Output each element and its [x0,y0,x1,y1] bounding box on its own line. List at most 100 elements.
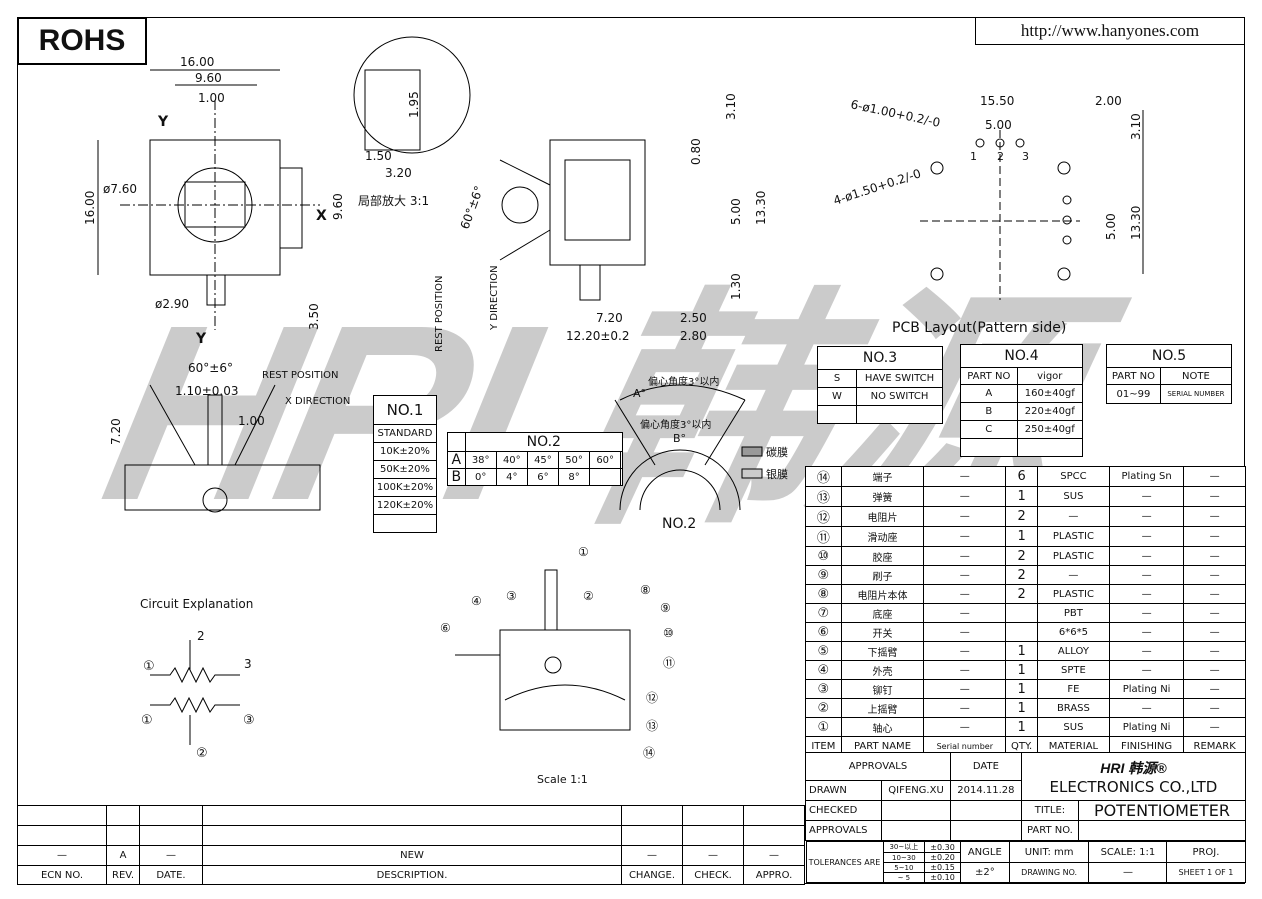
parts-cell-finishing: — [1108,526,1185,547]
title_block-proj: PROJ. [1166,841,1246,863]
top_view-axis_y2: Y [195,331,207,347]
parts-cell-serial: — [923,546,1007,566]
revision-header-6: APPRO. [743,865,805,885]
no2_figure-angle_b: B° [673,432,686,445]
rohs-badge: ROHS [17,17,147,65]
parts-cell-name: 弹簧 [840,486,925,507]
parts-cell-qty: 1 [1005,641,1038,661]
parts-cell-item: ⑦ [805,603,842,623]
circuit-labels-4: ③ [243,713,255,728]
revision-row: —A—NEW——— [17,845,805,866]
revision-header-5: CHECK. [682,865,744,885]
side_view-dims-8: 2.80 [680,329,707,343]
no2_figure-angle_b_note: 偏心角度3°以内 [640,418,711,431]
no2_table-rows-1-label: B [447,468,466,486]
no3-rows-1-0: W [817,387,857,406]
parts-cell-remark: — [1183,641,1246,661]
front_view-dims-2: 1.00 [238,414,265,428]
top_view-dims-4: 16.00 [83,191,97,225]
no3-rows-1-1: NO SWITCH [856,387,943,406]
parts-cell-item: ⑫ [805,506,842,527]
no4-rows-2-0: C [960,420,1018,439]
detail_view-dims-0: 1.95 [407,91,421,118]
parts-cell-item: ③ [805,679,842,699]
pcb_layout-dims-7: 13.30 [1129,206,1143,240]
parts-cell-name: 端子 [840,466,925,487]
assembly-callouts-3: ④ [471,594,482,608]
parts-cell-material: PLASTIC [1036,546,1110,566]
parts-cell-remark: — [1183,622,1246,642]
parts-cell-item: ② [805,698,842,718]
front_view-dims-1: 1.10±0.03 [175,384,239,398]
title_block-drawn: DRAWN [804,780,883,801]
pcb_layout-dims-5: 4-ø1.50+0.2/-0 [832,166,923,207]
no2_table-rows-1-values-5 [620,468,623,486]
parts-cell-item: ⑨ [805,565,842,585]
detail_view-dims-1: 1.50 [365,149,392,163]
no2_table-rows-1-values-2: 6° [526,468,560,486]
title_block-tolerances-3-1: ±0.10 [924,872,961,883]
parts-cell-finishing: — [1108,486,1185,507]
parts-cell-remark: — [1183,546,1246,566]
parts-cell-serial: — [923,526,1007,547]
title_block-tolerances-1-0: 10~30 [882,852,926,863]
parts-cell-qty: 6 [1005,466,1038,487]
parts-cell-name: 轴心 [840,717,925,737]
parts-cell-serial: — [923,603,1007,623]
side-view: 3.10 0.80 13.30 5.00 1.30 7.20 2.50 12.2… [434,93,768,352]
top-view: 16.00 9.60 1.00 ø7.60 16.00 9.60 ø2.90 3… [83,55,345,347]
no4-rows-1-0: B [960,402,1018,421]
parts-cell-qty [1005,603,1038,623]
assembly-callouts-8: ⑨ [660,601,671,615]
parts-cell-material: PBT [1036,603,1110,623]
pcb_layout-dims-4: 3.10 [1129,113,1143,140]
title_block-part_no_label: PART NO. [1020,820,1079,841]
revision-row-description: NEW [202,845,622,866]
parts-cell-finishing: — [1108,660,1185,680]
top_view-axis_x: X [316,208,327,224]
revision-header-4: CHANGE. [621,865,683,885]
side_view-dims-6: 2.50 [680,311,707,325]
parts-cell-name: 下摇臂 [840,641,925,661]
parts-cell-serial: — [923,698,1007,718]
top_view-dims-0: 16.00 [180,55,214,69]
no4-rows-0-0: A [960,384,1018,403]
parts-cell-material: — [1036,565,1110,585]
no1-resistance-table: NO.1 STANDARD 10K±20% 50K±20% 100K±20% 1… [373,395,437,533]
parts-cell-remark: — [1183,565,1246,585]
revision-header-2: DATE. [139,865,203,885]
title_block-drawn_date: 2014.11.28 [949,780,1022,801]
title_block-tolerances-2-1: ±0.15 [924,862,961,873]
assembly-callouts-12: ⑬ [646,719,658,733]
parts-cell-finishing: Plating Sn [1108,466,1185,487]
title_block-part_no [1077,820,1247,841]
parts-cell-finishing: — [1108,546,1185,566]
website-url[interactable]: http://www.hanyones.com [975,17,1245,45]
title_block-tolerances-3-0: ~ 5 [882,872,926,883]
parts-cell-remark: — [1183,717,1246,737]
title_block-scale: SCALE: 1:1 [1088,841,1168,863]
top_view-axis_y: Y [157,114,169,130]
front_view-rest_position: REST POSITION [262,370,339,381]
no1-title: NO.1 [373,395,437,425]
no2_table-title: NO.2 [464,432,624,452]
parts-cell-qty: 1 [1005,660,1038,680]
no4-rows-1-1: 220±40gf [1016,402,1084,421]
parts-cell-name: 外壳 [840,660,925,680]
front_view-dims-0: 60°±6° [188,361,233,375]
no5-header-0: PART NO [1106,367,1161,385]
circuit-labels-5: ② [196,746,208,761]
title_block-title: POTENTIOMETER [1077,800,1247,821]
parts-cell-qty: 1 [1005,486,1038,507]
no2_table-rows-0-values-5 [620,451,623,469]
pcb-layout: 15.50 2.00 6-ø1.00+0.2/-0 5.00 3.10 4-ø1… [832,94,1144,336]
parts-cell-serial: — [923,717,1007,737]
